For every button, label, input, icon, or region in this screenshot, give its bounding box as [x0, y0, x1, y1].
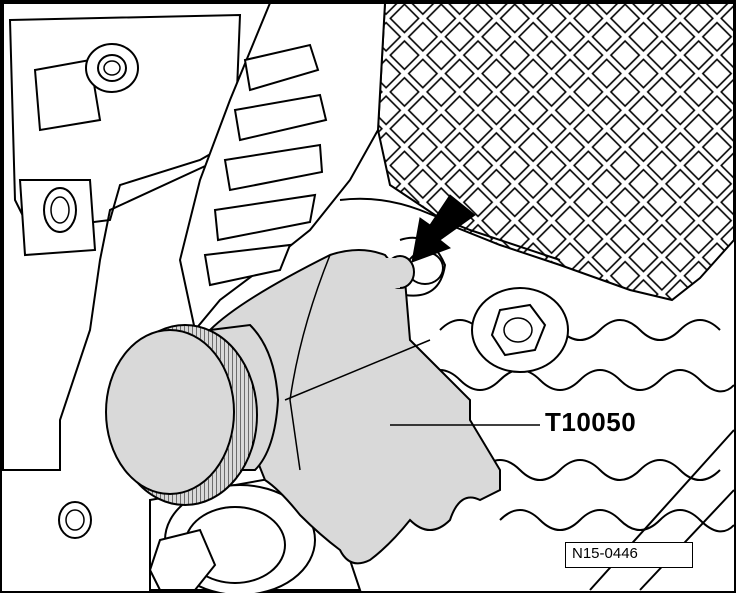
- arrow-indicator-icon: [411, 194, 476, 263]
- locking-pin: [378, 255, 415, 289]
- bolt-boss-left: [43, 187, 77, 233]
- knurled-knob: [105, 324, 258, 506]
- figure-id-label: N15-0446: [565, 542, 693, 568]
- locking-tool-body: [208, 249, 501, 565]
- tensioner-bolt: [471, 287, 569, 373]
- bolt-boss-top: [85, 43, 139, 93]
- bolt-boss-bottom: [58, 501, 92, 539]
- grille-mesh: [376, 2, 735, 302]
- timing-belt-left: [178, 2, 387, 333]
- tool-callout-label: T10050: [545, 407, 637, 437]
